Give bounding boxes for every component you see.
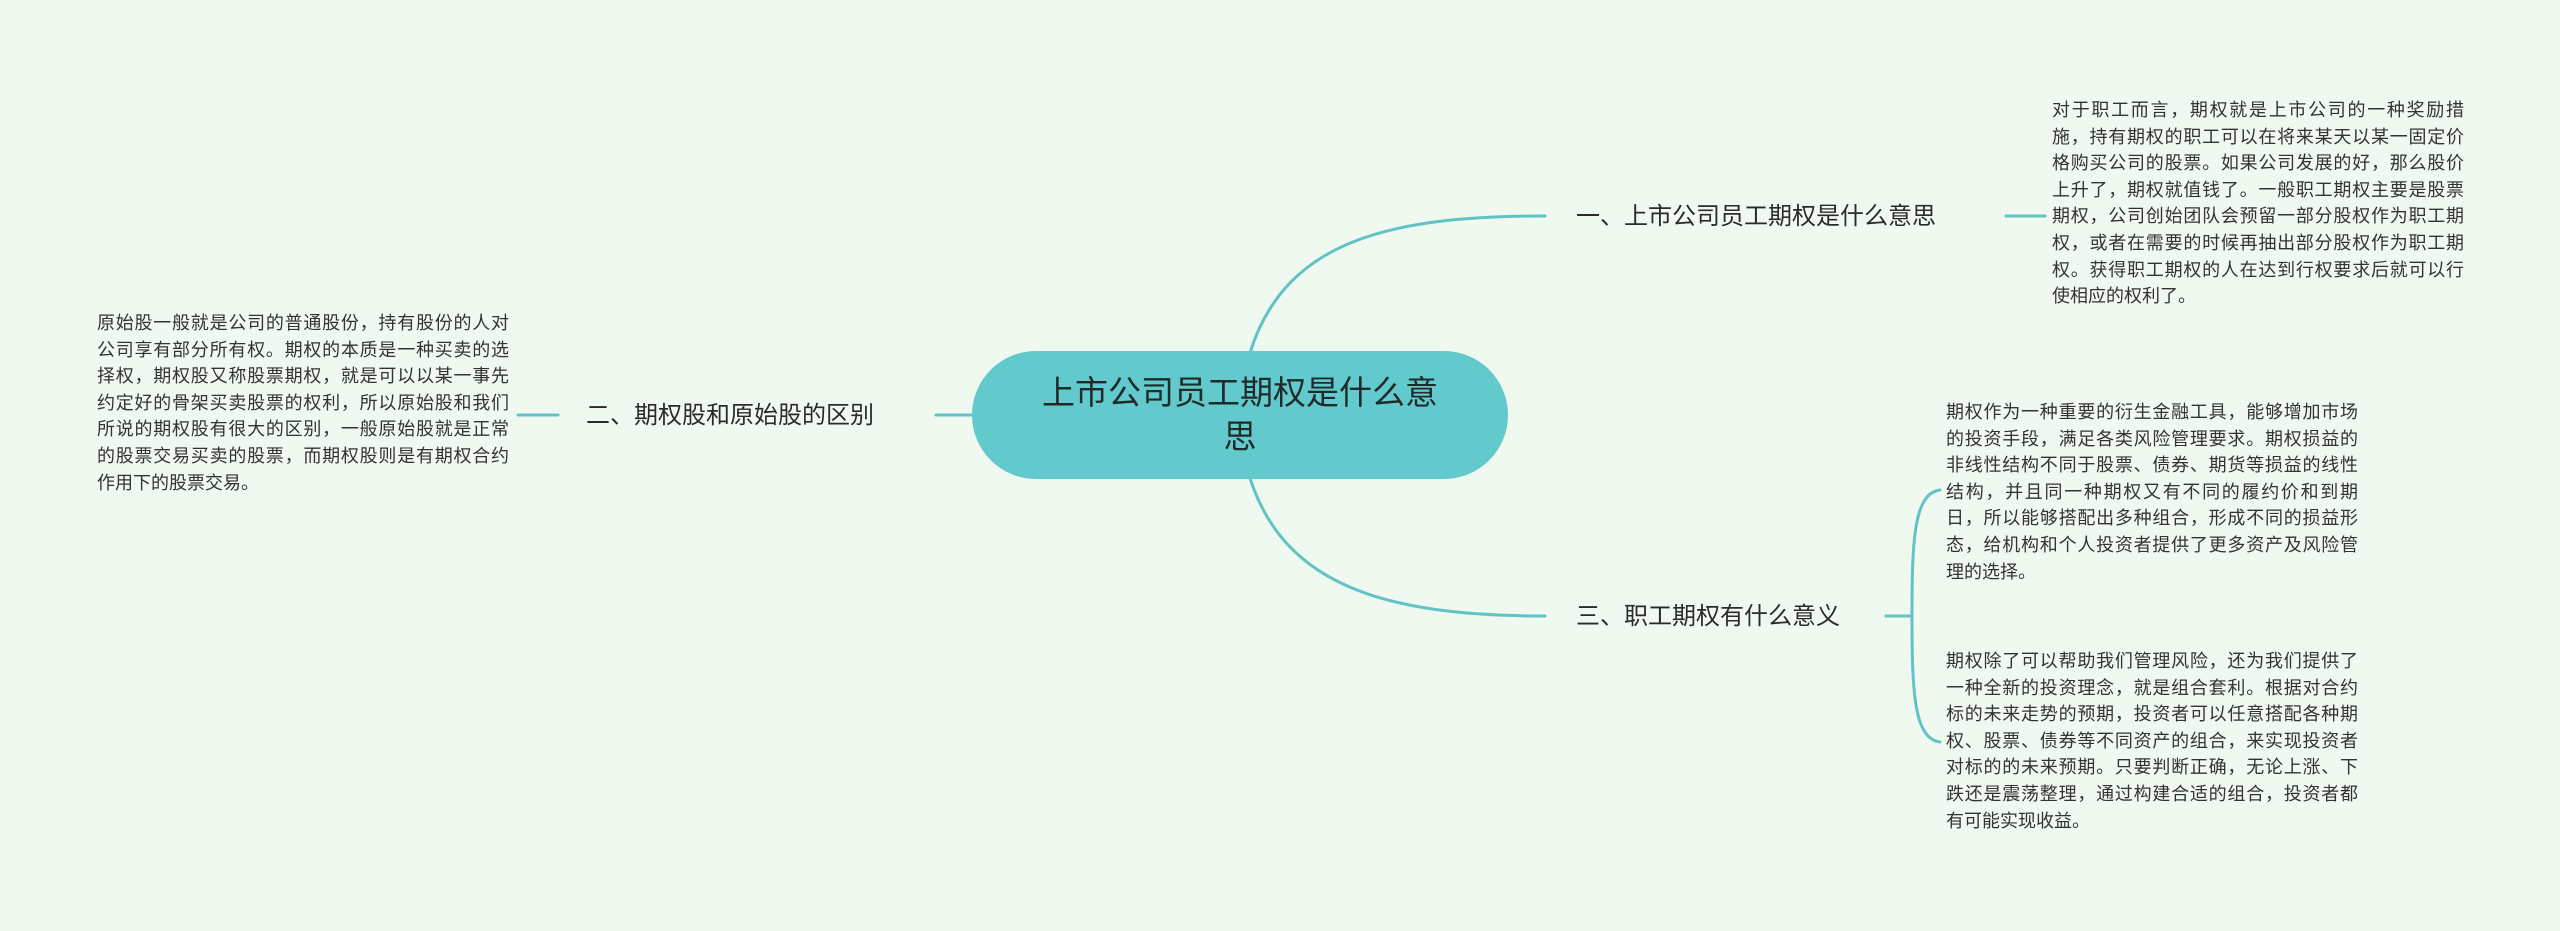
connector-branch-3-note-2 bbox=[1910, 614, 1942, 744]
branch-2-note: 原始股一般就是公司的普通股份，持有股份的人对公司享有部分所有权。期权的本质是一种… bbox=[97, 313, 509, 494]
branch-1-label: 一、上市公司员工期权是什么意思 bbox=[1576, 202, 1936, 230]
root-topic[interactable]: 上市公司员工期权是什么意思 bbox=[972, 351, 1508, 479]
branch-2-label: 二、期权股和原始股的区别 bbox=[586, 401, 874, 429]
connector-root-branch-1 bbox=[1248, 214, 1547, 355]
branch-1-note: 对于职工而言，期权就是上市公司的一种奖励措施，持有期权的职工可以在将来某天以某一… bbox=[2052, 100, 2464, 308]
branch-2-topic[interactable]: 二、期权股和原始股的区别 bbox=[586, 399, 874, 431]
connector-root-branch-3 bbox=[1248, 476, 1547, 618]
root-topic-title: 上市公司员工期权是什么意思 bbox=[1042, 373, 1438, 456]
branch-3-note-2: 期权除了可以帮助我们管理风险，还为我们提供了一种全新的投资理念，就是组合套利。根… bbox=[1946, 651, 2358, 832]
branch-1-topic[interactable]: 一、上市公司员工期权是什么意思 bbox=[1576, 200, 1936, 232]
branch-3-label: 三、职工期权有什么意义 bbox=[1576, 602, 1840, 630]
branch-3-note-1: 期权作为一种重要的衍生金融工具，能够增加市场的投资手段，满足各类风险管理要求。期… bbox=[1946, 402, 2358, 583]
branch-3-topic[interactable]: 三、职工期权有什么意义 bbox=[1576, 600, 1840, 632]
connector-branch-3-note-1 bbox=[1910, 488, 1942, 618]
